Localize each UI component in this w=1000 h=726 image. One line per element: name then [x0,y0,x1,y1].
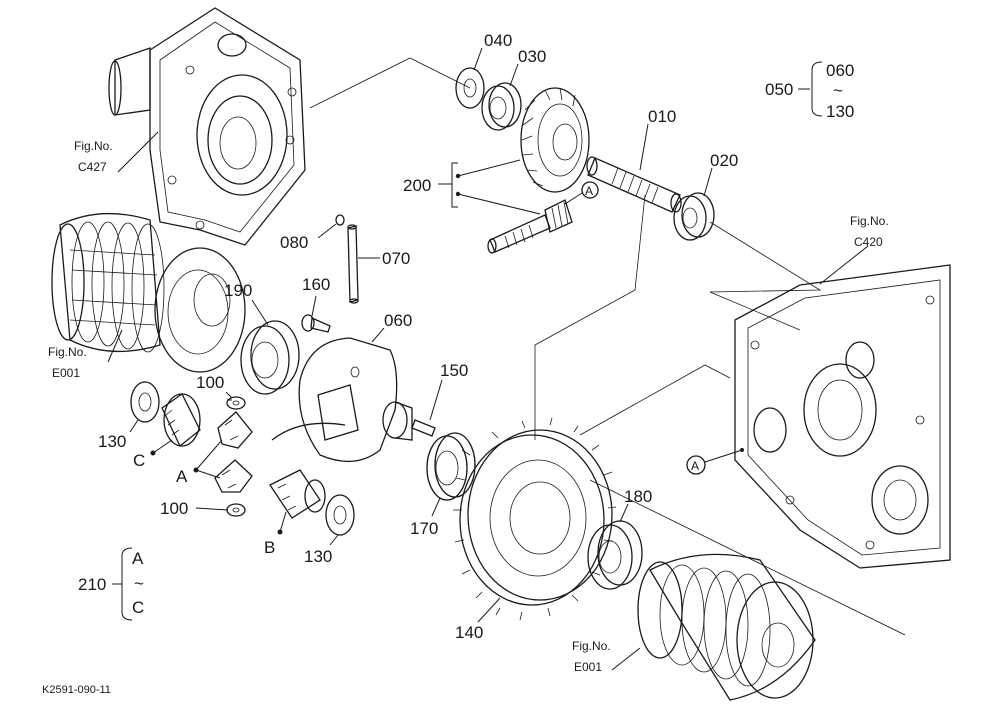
bearing-190 [240,320,300,395]
label-030: 030 [518,47,546,66]
assembly-boundary-right [709,221,822,331]
pinion-gear-upper [217,411,253,449]
assembly-boundary-bottom [589,479,906,636]
bearing-020 [673,192,715,241]
label-170: 170 [410,519,438,538]
fig-ref-c420-title: Fig.No. [850,214,889,228]
bearing-180 [587,520,643,590]
shaft-010 [586,156,682,213]
marker-a-case [686,455,706,475]
label-100-lower: 100 [160,499,188,518]
label-200: 200 [403,176,431,195]
marker-a-pinion [581,181,599,199]
washer-130-lower [325,494,355,536]
fig-ref-e001-right-code: E001 [574,660,602,674]
pinion-shaft [487,199,573,254]
label-100-upper: 100 [196,373,224,392]
fig-ref-e001-left-code: E001 [52,366,80,380]
fig-ref-c427-code: C427 [78,160,107,174]
label-060: 060 [384,311,412,330]
label-150: 150 [440,361,468,380]
bearing-030 [481,82,522,131]
pin-150 [411,419,436,437]
fig-ref-e001-left-title: Fig.No. [48,345,87,359]
label-020: 020 [710,151,738,170]
assembly-boundary-shaft [534,194,646,440]
label-180: 180 [624,487,652,506]
label-040: 040 [484,31,512,50]
label-070: 070 [382,249,410,268]
washer-040 [455,67,485,109]
side-gear-c [161,393,201,448]
group-050-from: 060 [826,61,854,80]
bevel-gear [520,87,590,193]
marker-c: C [133,451,145,470]
pin-080 [335,214,345,226]
group-050-to: 130 [826,102,854,121]
label-160: 160 [302,275,330,294]
pinion-gear-lower [214,459,253,493]
group-210-to: C [132,598,144,617]
washer-100-lower [226,503,246,517]
fig-ref-c420-code: C420 [854,235,883,249]
label-140: 140 [455,623,483,642]
fig-ref-e001-right-title: Fig.No. [572,639,611,653]
label-130-lower: 130 [304,547,332,566]
bolt-160 [301,314,331,333]
marker-a-main: A [176,467,188,486]
label-190: 190 [224,281,252,300]
label-080: 080 [280,233,308,252]
label-130-upper: 130 [98,432,126,451]
label-010: 010 [648,107,676,126]
rod-070 [347,224,359,304]
side-gear-b [269,469,326,519]
bearing-170 [426,432,476,501]
diagram-code: K2591-090-11 [42,684,111,696]
marker-b: B [264,538,275,557]
label-050: 050 [765,80,793,99]
assembly-boundary-lower [579,364,731,436]
differential-case-060 [271,337,413,463]
housing-c420 [734,264,951,569]
marker-a-case-text: A [691,459,699,473]
label-210: 210 [78,575,106,594]
fig-ref-c427-title: Fig.No. [74,139,113,153]
group-050-tilde: ~ [833,81,843,100]
clutch-pack-right [637,553,816,701]
washer-100-upper [226,396,246,410]
clutch-pack-left [51,212,246,373]
washer-130-upper [130,381,160,423]
marker-a-pinion-text: A [585,184,593,198]
assembly-boundary-top [309,57,471,109]
group-210-tilde: ~ [134,574,144,593]
housing-c427 [108,7,306,246]
group-210-from: A [132,549,144,568]
ring-gear-140 [453,417,617,621]
